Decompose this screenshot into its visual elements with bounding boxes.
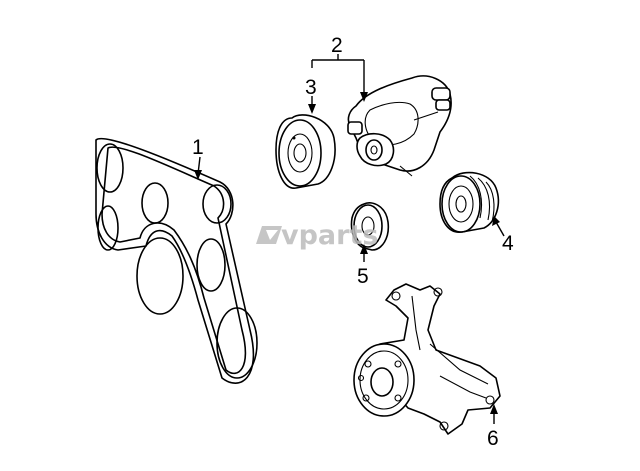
serpentine-belt bbox=[95, 137, 258, 384]
callout-5: 5 bbox=[357, 265, 369, 288]
callout-4: 4 bbox=[502, 232, 514, 255]
water-pump bbox=[353, 283, 501, 435]
clutch-pulley bbox=[439, 171, 500, 233]
callout-labels: 1 2 3 4 5 6 bbox=[192, 34, 514, 450]
callout-2: 2 bbox=[331, 34, 343, 57]
callout-3: 3 bbox=[305, 76, 317, 99]
watermark-logo-icon bbox=[256, 226, 282, 244]
callout-6: 6 bbox=[487, 427, 499, 450]
watermark: vparts bbox=[256, 220, 378, 251]
tensioner-assembly bbox=[347, 75, 452, 177]
callout-leaders bbox=[194, 54, 505, 424]
watermark-text: vparts bbox=[281, 220, 378, 251]
callout-1: 1 bbox=[192, 136, 204, 159]
small-pulley bbox=[350, 202, 390, 251]
idler-pulley bbox=[275, 114, 336, 189]
